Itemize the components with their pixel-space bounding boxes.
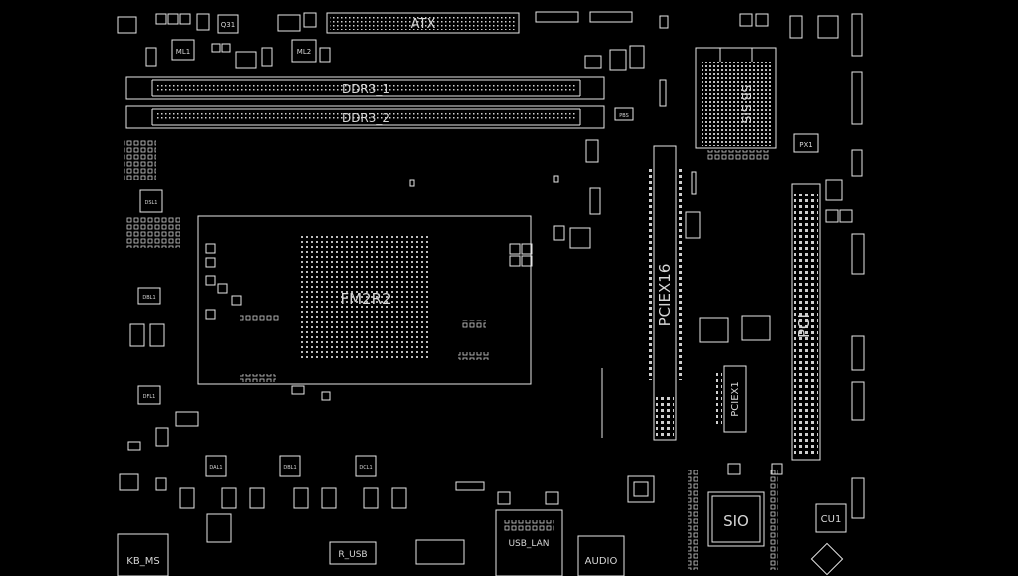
- dbl1-bottom-label: DBL1: [283, 465, 296, 471]
- q31-label: Q31: [221, 21, 235, 29]
- atx-connector: ATX: [326, 12, 520, 34]
- dfl1-label: DFL1: [143, 394, 156, 400]
- chipset: SB SIS PX1: [695, 13, 863, 160]
- usb-lan-label: USB_LAN: [508, 539, 549, 549]
- ml2-label: ML2: [297, 48, 311, 56]
- cpu-socket: FM2R2: [197, 215, 533, 385]
- kb-ms-label: KB_MS: [126, 556, 159, 567]
- pci-label: PCI: [795, 314, 813, 338]
- left-components: DSL1 DBL1 DFL1: [124, 140, 199, 491]
- ddr3-slot-2: DDR3_2: [125, 105, 605, 129]
- atx-label: ATX: [411, 17, 436, 32]
- cu1-component: CU1: [810, 503, 847, 576]
- pcie-x16-slot: PCIEX16: [646, 145, 684, 441]
- rear-io: KB_MS R_USB USB_LAN AUDIO: [117, 481, 625, 576]
- dsl1-label: DSL1: [145, 200, 158, 206]
- audio-label: AUDIO: [585, 556, 618, 567]
- bottom-components: DAL1 DBL1 DCL1: [119, 455, 407, 509]
- dcl1-label: DCL1: [359, 465, 372, 471]
- ddr3-slot-1: DDR3_1: [125, 76, 605, 100]
- sio-label: SIO: [723, 512, 749, 530]
- sio-chip: SIO: [627, 463, 783, 570]
- ml1-label: ML1: [176, 48, 190, 56]
- cu1-label: CU1: [821, 514, 842, 525]
- pcie-x1-label: PCIEX1: [730, 381, 741, 417]
- px1-label: PX1: [799, 141, 812, 149]
- dal1-label: DAL1: [209, 465, 222, 471]
- pcie-x1-slot: PCIEX1: [716, 365, 747, 433]
- misc-traces: [291, 79, 697, 438]
- pci-slot: PCI: [791, 183, 821, 461]
- pcie-x16-label: PCIEX16: [656, 264, 674, 327]
- cpu-socket-label: FM2R2: [340, 290, 391, 308]
- right-edge-components: [685, 149, 865, 519]
- r-usb-label: R_USB: [338, 550, 367, 560]
- ddr3-1-label: DDR3_1: [342, 82, 390, 96]
- chipset-label: SB SIS: [739, 85, 753, 123]
- dbl1-label: DBL1: [142, 295, 155, 301]
- top-left-components: Q31 ML1 ML2 PBS: [117, 11, 669, 121]
- ddr3-2-label: DDR3_2: [342, 111, 390, 125]
- pbs-label: PBS: [619, 113, 629, 119]
